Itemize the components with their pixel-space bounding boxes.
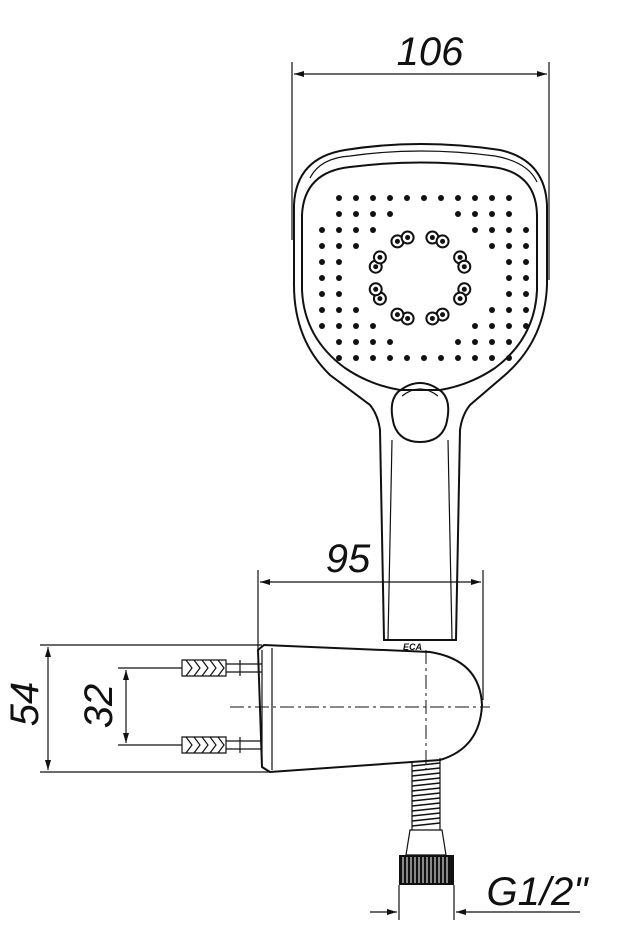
wall-plug-bottom (181, 736, 262, 754)
hose (405, 758, 447, 856)
dimension-thread: G1/2" (370, 870, 589, 920)
hose-nut (399, 855, 454, 885)
dimension-54: 54 (3, 644, 270, 773)
dimension-106-label: 106 (397, 30, 464, 74)
brand-mark: ECA (403, 642, 422, 652)
dimension-thread-label: G1/2" (487, 870, 590, 914)
dimension-106: 106 (291, 30, 550, 280)
dimension-32-label: 32 (77, 684, 121, 729)
dimension-32: 32 (77, 667, 182, 746)
wall-holder: ECA (230, 642, 490, 774)
nozzle-pattern (319, 195, 529, 361)
dimension-54-label: 54 (3, 682, 47, 727)
dimension-95-label: 95 (326, 537, 371, 581)
dimension-95: 95 (257, 537, 484, 700)
shower-head (293, 143, 548, 641)
wall-plug-top (181, 659, 262, 677)
